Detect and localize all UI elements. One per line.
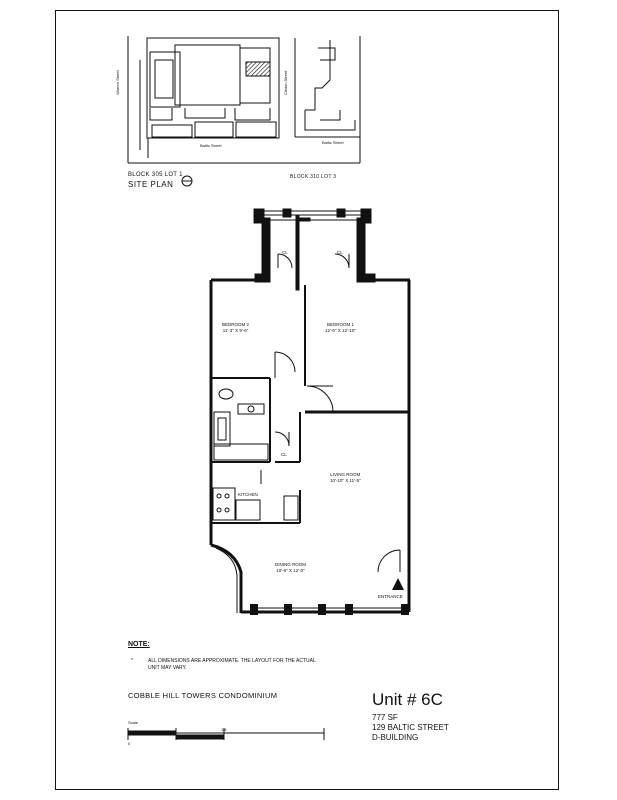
unit-info: 777 SF 129 BALTIC STREET D-BUILDING (372, 713, 449, 743)
unit-street: 129 BALTIC STREET (372, 723, 449, 732)
entrance-label: ENTRANCE (378, 594, 403, 599)
closet-label: CL (281, 452, 287, 457)
scale-bar (127, 728, 325, 740)
street-label: Baltic Street (200, 143, 222, 148)
unit-title: Unit # 6C (372, 690, 443, 709)
street-label: Baltic Street (322, 140, 344, 145)
room-bedroom-2: BEDROOM 2 11'-3" X 9'-6" (222, 322, 249, 334)
street-label: Clinton Street (283, 70, 288, 95)
site-plan (127, 36, 361, 164)
room-name: BEDROOM 2 (222, 322, 250, 327)
room-dims: 10'-10" X 11'-5" (330, 478, 361, 483)
note-bullet: * (131, 658, 133, 664)
room-dims: 12'-6" X 12'-10" (325, 328, 356, 333)
room-name: DINING ROOM (275, 562, 306, 567)
room-dining: DINING ROOM 10'-6" X 12'-0" (275, 562, 306, 574)
street-label: Warren Street (115, 70, 120, 95)
note-text: ALL DIMENSIONS ARE APPROXIMATE. THE LAYO… (148, 658, 316, 671)
room-dims: 11'-3" X 9'-6" (222, 328, 249, 333)
unit-building: D-BUILDING (372, 733, 419, 742)
scale-mark: 0 (128, 741, 131, 746)
note-heading: NOTE: (128, 641, 150, 648)
scale-label: Scale (128, 720, 139, 725)
closet-label: CL (282, 250, 288, 255)
room-name: LIVING ROOM (330, 472, 361, 477)
room-dims: 10'-6" X 12'-0" (276, 568, 305, 573)
room-name: BEDROOM 1 (326, 322, 354, 327)
scale-mark: 1/4 (221, 727, 227, 732)
building-name: COBBLE HILL TOWERS CONDOMINIUM (128, 691, 278, 700)
site-plan-title: SITE PLAN (128, 180, 174, 189)
room-bedroom-1: BEDROOM 1 12'-6" X 12'-10" (325, 322, 356, 334)
site-block-lot: BLOCK 305 LOT 1 (128, 172, 183, 178)
block-lot-right: BLOCK 310 LOT 3 (290, 174, 337, 180)
unit-area: 777 SF (372, 713, 398, 722)
room-kitchen: KITCHEN (238, 492, 258, 497)
closet-label: CL (337, 250, 343, 255)
entrance-arrow-icon (392, 578, 404, 590)
floor-plan-walls (253, 208, 376, 291)
sheet-border (55, 10, 559, 790)
room-living: LIVING ROOM 10'-10" X 11'-5" (330, 472, 361, 484)
